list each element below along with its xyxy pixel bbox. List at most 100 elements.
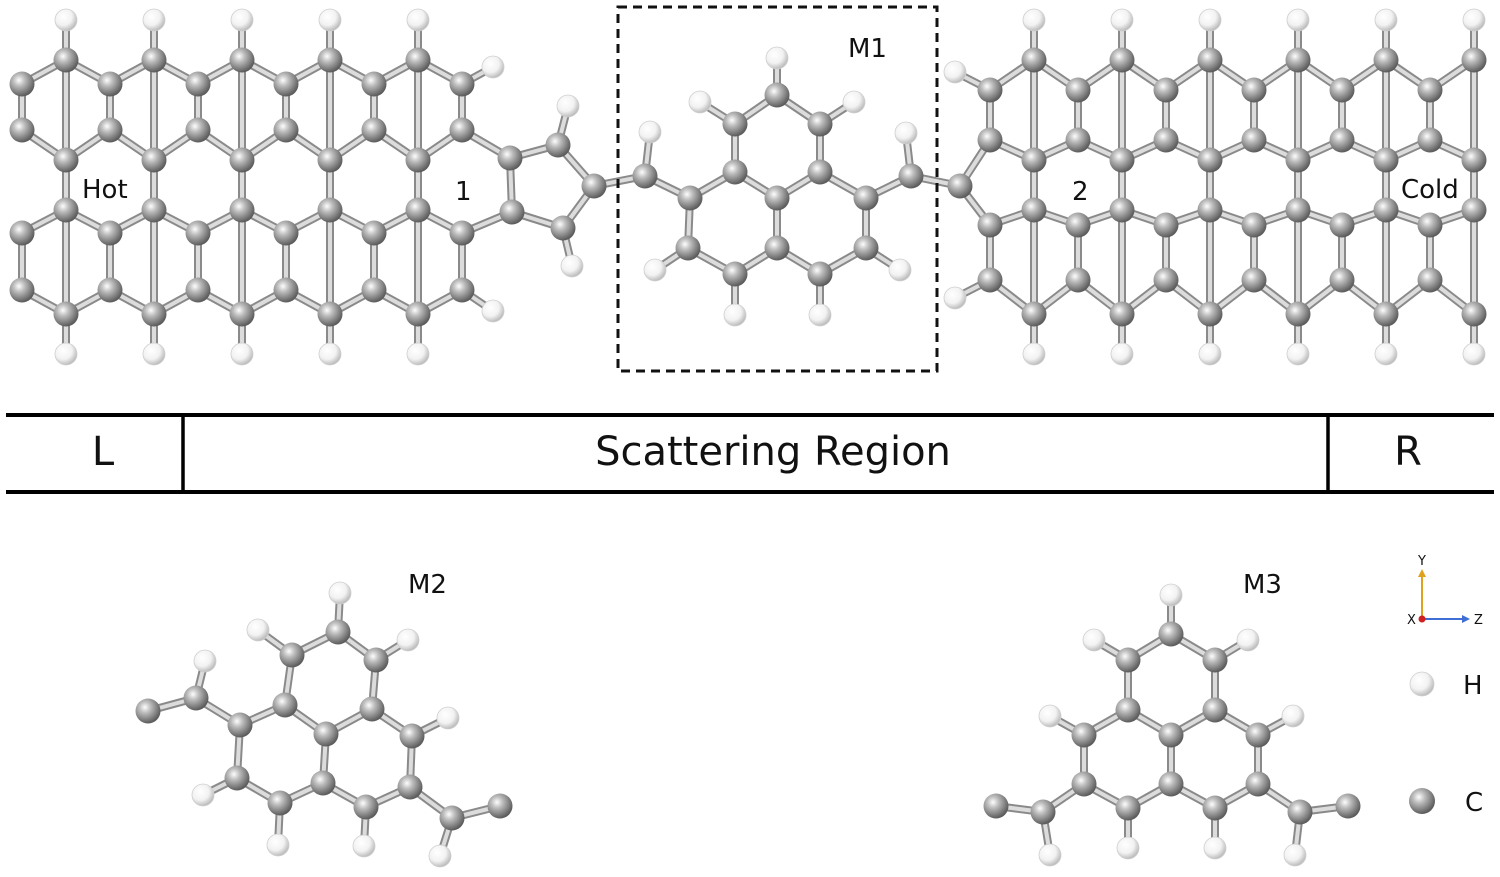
right-electrode-carbon-atom xyxy=(977,77,1003,103)
m2-carbon-atom xyxy=(363,647,389,673)
right-electrode-hydrogen-atom xyxy=(1286,8,1310,32)
z-axis-label: Z xyxy=(1474,613,1483,628)
m2-carbon-atom xyxy=(353,794,379,820)
y-axis-label: Y xyxy=(1417,554,1426,569)
m2-hydrogen-atom xyxy=(246,618,270,642)
m3-carbon-atom xyxy=(1115,795,1141,821)
right-electrode-carbon-atom xyxy=(1373,47,1399,73)
right-electrode-carbon-atom xyxy=(1241,267,1267,293)
z-axis-arrowhead xyxy=(1462,615,1470,623)
linker-carbon-atom xyxy=(497,145,523,171)
right-electrode-carbon-atom xyxy=(1461,147,1487,173)
right-electrode-hydrogen-atom xyxy=(1110,342,1134,366)
right-electrode-carbon-atom xyxy=(1373,301,1399,327)
right-electrode-carbon-atom xyxy=(1329,267,1355,293)
right-electrode-carbon-atom xyxy=(1065,267,1091,293)
right-electrode-hydrogen-atom xyxy=(1198,8,1222,32)
atom-legend: H C xyxy=(1409,671,1483,818)
linker-carbon-atom xyxy=(499,199,525,225)
m3-hydrogen-atom xyxy=(1236,628,1260,652)
m2-carbon-atom xyxy=(224,765,250,791)
linker-carbon-atom xyxy=(947,173,973,199)
right-electrode-carbon-atom xyxy=(1109,147,1135,173)
m1-carbon-atom xyxy=(853,185,879,211)
m3-hydrogen-atom xyxy=(1038,704,1062,728)
m2-carbon-atom xyxy=(227,712,253,738)
right-electrode-carbon-atom xyxy=(977,127,1003,153)
m3-carbon-atom xyxy=(1158,771,1184,797)
m1-carbon-atom xyxy=(853,235,879,261)
left-electrode-carbon-atom xyxy=(185,220,211,246)
m3-carbon-atom xyxy=(1245,722,1271,748)
right-electrode-carbon-atom xyxy=(1285,301,1311,327)
m1-carbon-atom xyxy=(675,235,701,261)
legend-hydrogen-icon xyxy=(1409,671,1435,697)
legend-hydrogen-label: H xyxy=(1463,671,1483,701)
right-electrode-carbon-atom xyxy=(1197,301,1223,327)
m3-label: M3 xyxy=(1243,570,1282,600)
right-electrode-hydrogen-atom xyxy=(1374,8,1398,32)
left-electrode-carbon-atom xyxy=(449,117,475,143)
right-electrode-carbon-atom xyxy=(1065,77,1091,103)
left-electrode-carbon-atom xyxy=(361,277,387,303)
right-electrode-carbon-atom xyxy=(1197,197,1223,223)
m1-hydrogen-atom xyxy=(643,258,667,282)
m3-carbon-atom xyxy=(1202,795,1228,821)
right-electrode-carbon-atom xyxy=(1153,127,1179,153)
m2-hydrogen-atom xyxy=(328,581,352,605)
left-electrode-carbon-atom xyxy=(449,220,475,246)
right-electrode-carbon-atom xyxy=(1197,47,1223,73)
left-electrode-carbon-atom xyxy=(405,301,431,327)
scattering-region-label: Scattering Region xyxy=(595,429,951,475)
left-electrode-carbon-atom xyxy=(97,220,123,246)
m3-carbon-atom xyxy=(1202,697,1228,723)
left-electrode-carbon-atom xyxy=(229,301,255,327)
right-electrode-carbon-atom xyxy=(1109,197,1135,223)
left-electrode-carbon-atom xyxy=(273,117,299,143)
left-electrode-carbon-atom xyxy=(317,197,343,223)
right-electrode-carbon-atom xyxy=(1021,147,1047,173)
m2-carbon-atom xyxy=(313,721,339,747)
m3-carbon-atom xyxy=(1158,722,1184,748)
m3-hydrogen-atom xyxy=(1038,843,1062,867)
left-electrode-carbon-atom xyxy=(9,71,35,97)
right-electrode-carbon-atom xyxy=(1461,197,1487,223)
left-electrode-hydrogen-atom xyxy=(318,8,342,32)
left-electrode-hydrogen-atom xyxy=(230,342,254,366)
axes-indicator: Y X Z xyxy=(1407,554,1483,628)
left-electrode-carbon-atom xyxy=(361,71,387,97)
m3-carbon-atom xyxy=(1115,647,1141,673)
right-electrode-carbon-atom xyxy=(1417,77,1443,103)
right-electrode-carbon-atom xyxy=(1417,127,1443,153)
marker-2-label: 2 xyxy=(1072,177,1089,207)
linker-carbon-atom xyxy=(550,215,576,241)
right-electrode-hydrogen-atom xyxy=(943,286,967,310)
left-electrode-carbon-atom xyxy=(229,197,255,223)
m1-hydrogen-atom xyxy=(888,258,912,282)
right-electrode-carbon-atom xyxy=(977,212,1003,238)
m3-carbon-atom xyxy=(1071,771,1097,797)
left-electrode-carbon-atom xyxy=(273,220,299,246)
left-electrode-carbon-atom xyxy=(185,71,211,97)
right-electrode-carbon-atom xyxy=(1417,267,1443,293)
left-electrode-carbon-atom xyxy=(229,47,255,73)
right-electrode-carbon-atom xyxy=(1329,77,1355,103)
m2-hydrogen-atom xyxy=(396,628,420,652)
right-electrode-carbon-atom xyxy=(1241,77,1267,103)
m3-carbon-atom xyxy=(1115,697,1141,723)
m3-hydrogen-atom xyxy=(1281,704,1305,728)
m2-carbon-atom xyxy=(310,770,336,796)
left-electrode-carbon-atom xyxy=(53,147,79,173)
m3-carbon-atom xyxy=(1030,799,1056,825)
left-electrode-carbon-atom xyxy=(185,117,211,143)
m1-hydrogen-atom xyxy=(688,90,712,114)
m3-carbon-atom xyxy=(1287,799,1313,825)
m1-hydrogen-atom xyxy=(723,303,747,327)
m3-carbon-atom xyxy=(1335,793,1361,819)
right-electrode-carbon-atom xyxy=(1285,147,1311,173)
left-electrode-hydrogen-atom xyxy=(54,8,78,32)
left-electrode-hydrogen-atom xyxy=(481,299,505,323)
left-electrode-hydrogen-atom xyxy=(481,55,505,79)
m1-carbon-atom xyxy=(764,82,790,108)
